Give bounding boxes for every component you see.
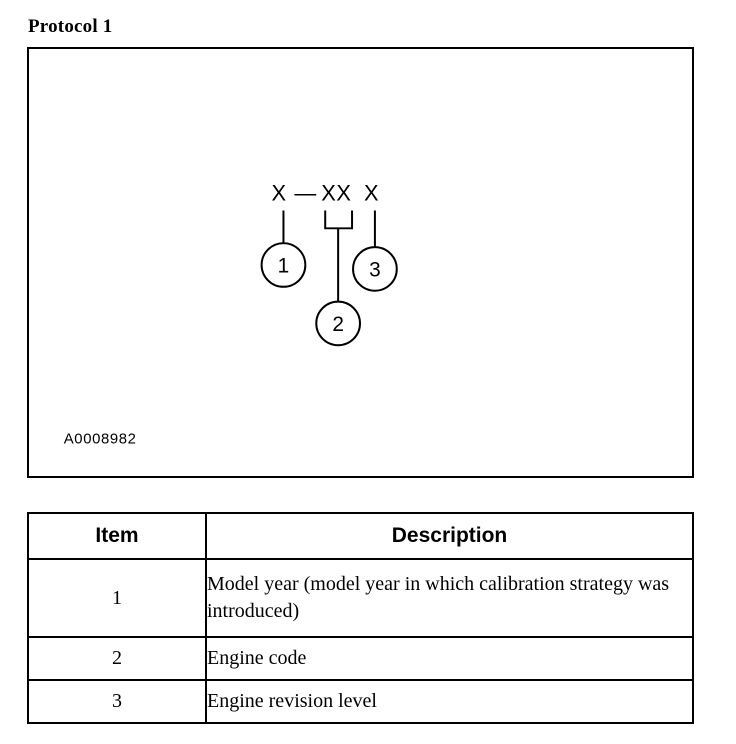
cell-item-number: 2	[27, 636, 207, 681]
table-row: 1 Model year (model year in which calibr…	[27, 558, 694, 638]
mask-char-1: X	[272, 181, 287, 206]
cell-item-number: 3	[27, 679, 207, 724]
cell-item-number: 1	[27, 558, 207, 638]
callout-label-1: 1	[278, 254, 290, 277]
table-header-row: Item Description	[27, 512, 694, 560]
bracket-2	[324, 210, 354, 230]
table-row: 3 Engine revision level	[27, 679, 694, 724]
callout-label-2: 2	[332, 313, 344, 336]
page-title: Protocol 1	[28, 16, 113, 37]
callout-circle-2	[315, 300, 361, 347]
calibration-code-diagram: X — XX X 1 2 3 A0008982	[64, 181, 398, 447]
cell-item-description: Engine revision level	[205, 679, 694, 724]
mask-chars-2: XX	[321, 181, 351, 206]
item-description-table: Item Description 1 Model year (model yea…	[27, 512, 694, 724]
figure-box: X — XX X 1 2 3 A0008982	[27, 47, 694, 478]
figure-reference-code: A0008982	[64, 431, 137, 447]
callout-label-3: 3	[369, 258, 381, 281]
cell-item-description: Model year (model year in which calibrat…	[205, 558, 694, 638]
column-header-description: Description	[205, 512, 694, 560]
mask-char-3: X	[364, 181, 379, 206]
cell-item-description: Engine code	[205, 636, 694, 681]
callout-circle-1	[260, 242, 307, 288]
column-header-item: Item	[27, 512, 207, 560]
callout-circle-3	[352, 246, 398, 292]
table-row: 2 Engine code	[27, 636, 694, 681]
mask-dash: —	[294, 181, 316, 206]
